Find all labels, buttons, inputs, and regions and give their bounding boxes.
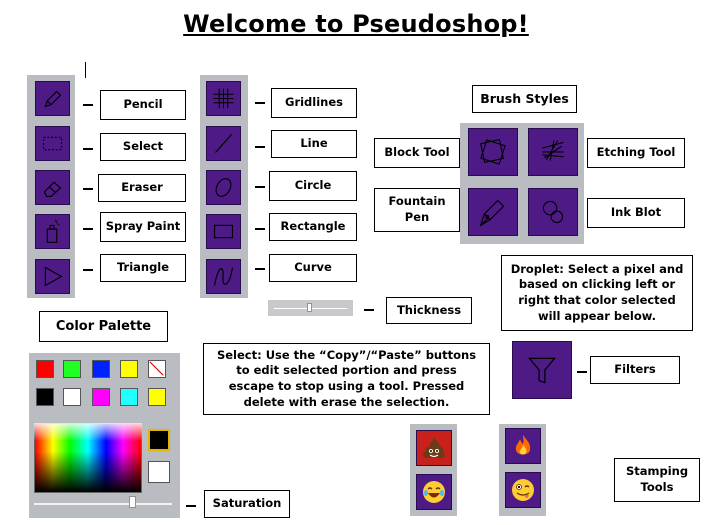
triangle-icon xyxy=(44,266,63,287)
swatch-yellow-2[interactable] xyxy=(148,388,166,406)
gridlines-icon xyxy=(213,88,234,109)
select-label: Select xyxy=(100,133,186,161)
spray-paint-icon xyxy=(46,219,60,243)
swatch-magenta[interactable] xyxy=(92,388,110,406)
eraser-label: Eraser xyxy=(98,174,186,202)
etching-tool-label: Etching Tool xyxy=(587,138,685,168)
ink-blot-button[interactable] xyxy=(528,188,578,236)
gridlines-label: Gridlines xyxy=(271,88,357,118)
thickness-label: Thickness xyxy=(386,297,472,324)
pencil-icon xyxy=(44,90,62,108)
circle-icon xyxy=(215,178,232,197)
poop-emoji-icon xyxy=(423,438,445,458)
laughing-stamp-button[interactable] xyxy=(416,474,452,510)
swatch-white[interactable] xyxy=(63,388,81,406)
select-tool-button[interactable] xyxy=(35,126,70,161)
triangle-label: Triangle xyxy=(100,254,186,282)
ink-blot-icon xyxy=(542,200,564,224)
dash xyxy=(83,228,93,230)
etching-tool-icon xyxy=(542,140,564,161)
laughing-emoji-icon xyxy=(423,481,445,503)
gridlines-tool-button[interactable] xyxy=(206,81,241,116)
dash xyxy=(364,309,374,311)
block-tool-label: Block Tool xyxy=(374,138,460,168)
line-tool-button[interactable] xyxy=(206,126,241,161)
swatch-none[interactable] xyxy=(148,360,166,378)
dash xyxy=(577,371,587,373)
etching-tool-button[interactable] xyxy=(528,128,578,176)
dash xyxy=(255,228,265,230)
spray-paint-label: Spray Paint xyxy=(100,212,186,242)
dash xyxy=(83,269,93,271)
circle-label: Circle xyxy=(269,171,357,201)
thickness-slider-thumb[interactable] xyxy=(307,303,312,312)
swatch-cyan[interactable] xyxy=(120,388,138,406)
block-tool-button[interactable] xyxy=(468,128,518,176)
text-cursor xyxy=(85,62,86,78)
winking-tongue-stamp-button[interactable] xyxy=(505,472,541,508)
stamping-tools-label: Stamping Tools xyxy=(614,458,700,502)
swatch-yellow[interactable] xyxy=(120,360,138,378)
no-color-icon xyxy=(149,361,164,376)
page-title: Welcome to Pseudoshop! xyxy=(183,10,529,38)
filter-icon xyxy=(528,357,556,384)
rectangle-icon xyxy=(213,224,234,239)
color-palette-title: Color Palette xyxy=(39,311,168,342)
swatch-black[interactable] xyxy=(36,388,54,406)
fire-stamp-button[interactable] xyxy=(505,428,541,464)
saturation-label: Saturation xyxy=(204,490,290,518)
fountain-pen-label: Fountain Pen xyxy=(374,188,460,232)
line-label: Line xyxy=(271,130,357,158)
curve-label: Curve xyxy=(269,254,357,282)
rectangle-label: Rectangle xyxy=(269,213,357,241)
select-help-text: Select: Use the “Copy”/“Paste” buttons t… xyxy=(203,343,490,415)
swatch-blue[interactable] xyxy=(92,360,110,378)
swatch-green[interactable] xyxy=(63,360,81,378)
poop-stamp-button[interactable] xyxy=(416,430,452,466)
curve-tool-button[interactable] xyxy=(206,259,241,294)
dash xyxy=(83,104,93,106)
eraser-icon xyxy=(43,181,62,198)
line-icon xyxy=(215,134,232,153)
color-spectrum-highlight xyxy=(34,423,142,441)
fountain-pen-icon xyxy=(479,199,505,227)
rectangle-tool-button[interactable] xyxy=(206,214,241,249)
circle-tool-button[interactable] xyxy=(206,170,241,205)
curve-icon xyxy=(213,267,234,286)
dash xyxy=(255,186,265,188)
select-icon xyxy=(42,136,63,151)
dash xyxy=(255,268,265,270)
primary-color[interactable] xyxy=(148,429,170,451)
fountain-pen-button[interactable] xyxy=(468,188,518,236)
dash xyxy=(255,102,265,104)
ink-blot-label: Ink Blot xyxy=(587,198,685,228)
pencil-label: Pencil xyxy=(100,90,186,120)
block-tool-icon xyxy=(480,139,506,165)
dash xyxy=(255,146,265,148)
droplet-description: Droplet: Select a pixel and based on cli… xyxy=(501,255,693,331)
dash xyxy=(83,148,93,150)
triangle-tool-button[interactable] xyxy=(35,259,70,294)
dash xyxy=(186,505,196,507)
winking-tongue-emoji-icon xyxy=(512,479,534,501)
filters-button[interactable] xyxy=(512,341,572,399)
brush-styles-title: Brush Styles xyxy=(472,85,577,113)
swatch-red[interactable] xyxy=(36,360,54,378)
spray-paint-tool-button[interactable] xyxy=(35,214,70,249)
saturation-slider-track[interactable] xyxy=(34,503,172,505)
dash xyxy=(83,188,93,190)
pencil-tool-button[interactable] xyxy=(35,81,70,116)
secondary-color[interactable] xyxy=(148,461,170,483)
saturation-slider-thumb[interactable] xyxy=(129,496,136,508)
eraser-tool-button[interactable] xyxy=(35,170,70,205)
filters-label: Filters xyxy=(590,356,680,384)
fire-emoji-icon xyxy=(515,435,531,455)
